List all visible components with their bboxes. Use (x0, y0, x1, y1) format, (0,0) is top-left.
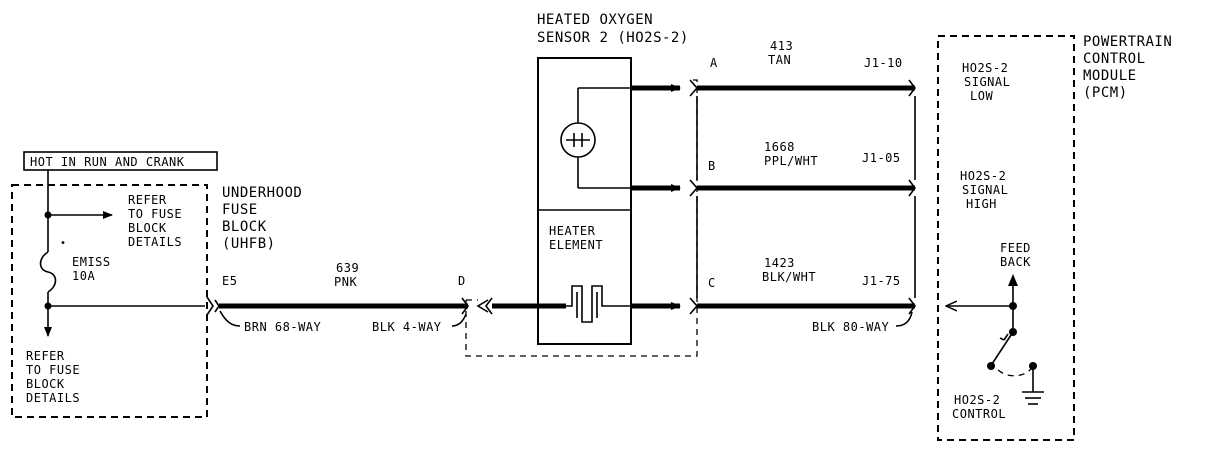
wire-1423-circuit: 1423 (764, 256, 795, 270)
wire-413-color: TAN (768, 53, 791, 67)
wire-1668-color: PPL/WHT (764, 154, 818, 168)
feed-back-label: FEED BACK (1000, 241, 1031, 269)
heated-oxygen-sensor-box (537, 57, 632, 345)
hot-in-run-label: HOT IN RUN AND CRANK (30, 155, 185, 169)
underhood-fuse-block-outline (11, 184, 208, 418)
svg-text:HO2S-2: HO2S-2 (960, 169, 1006, 183)
svg-text:LOW: LOW (970, 89, 993, 103)
svg-text:10A: 10A (72, 269, 95, 283)
svg-text:FUSE: FUSE (222, 202, 258, 218)
ground-icon (1022, 391, 1044, 405)
svg-text:HIGH: HIGH (966, 197, 997, 211)
connector-leaders: BRN 68-WAY BLK 4-WAY (219, 310, 467, 334)
svg-text:ELEMENT: ELEMENT (549, 238, 603, 252)
wire-639-color: PNK (334, 275, 357, 289)
pin-c-row: C 1423 BLK/WHT J1-75 (689, 256, 916, 315)
pcm-pin-j1-05: J1-05 (862, 151, 901, 165)
pcm-pin-j1-10: J1-10 (864, 56, 903, 70)
pin-b-row: B 1668 PPL/WHT J1-05 (689, 140, 916, 197)
pcm-title: POWERTRAIN CONTROL MODULE (PCM) (1083, 34, 1172, 101)
wire-413-circuit: 413 (770, 39, 793, 53)
pcm-outline (937, 35, 1075, 441)
hot-in-run-label-box: HOT IN RUN AND CRANK (23, 151, 218, 171)
pcm-pin-j1-75: J1-75 (862, 274, 901, 288)
svg-text:BLOCK: BLOCK (26, 377, 65, 391)
svg-text:FEED: FEED (1000, 241, 1031, 255)
svg-text:POWERTRAIN: POWERTRAIN (1083, 34, 1172, 50)
refer-bottom-text: REFER TO FUSE BLOCK DETAILS (26, 349, 80, 405)
terminal-d: D (458, 274, 466, 288)
svg-text:DETAILS: DETAILS (128, 235, 182, 249)
signal-high-label: HO2S-2 SIGNAL HIGH (960, 169, 1008, 211)
svg-text:TO FUSE: TO FUSE (26, 363, 80, 377)
svg-text:MODULE: MODULE (1083, 68, 1137, 84)
connector-blk-4-way: BLK 4-WAY (372, 320, 442, 334)
svg-text:HEATER: HEATER (549, 224, 596, 238)
svg-text:UNDERHOOD: UNDERHOOD (222, 185, 302, 201)
sensor-harness-outline (465, 79, 698, 357)
fuse-label: EMISS 10A (72, 255, 111, 283)
svg-text:BLOCK: BLOCK (222, 219, 267, 235)
fuse-block-title: UNDERHOOD FUSE BLOCK (UHFB) (222, 185, 302, 252)
svg-text:HO2S-2: HO2S-2 (954, 393, 1000, 407)
svg-text:CONTROL: CONTROL (952, 407, 1006, 421)
heater-resistor-icon (566, 285, 610, 323)
fuse-symbol (39, 251, 57, 293)
pin-b-label: B (708, 159, 716, 173)
svg-text:•: • (60, 238, 67, 249)
svg-text:REFER: REFER (128, 193, 167, 207)
sensor-title: HEATED OXYGEN SENSOR 2 (HO2S-2) (537, 12, 689, 46)
svg-text:EMISS: EMISS (72, 255, 111, 269)
sensor-element-circuit (560, 84, 681, 192)
terminal-d-connector (461, 297, 493, 315)
pcm-connector-bracket: BLK 80-WAY (696, 96, 916, 334)
terminal-e5-connector (206, 296, 220, 316)
pin-a-row: A 413 TAN J1-10 (689, 39, 916, 97)
wire-639-circuit: 639 (336, 261, 359, 275)
svg-text:HEATED OXYGEN: HEATED OXYGEN (537, 12, 653, 28)
svg-text:REFER: REFER (26, 349, 65, 363)
refer-top-text: REFER TO FUSE BLOCK DETAILS (128, 193, 182, 249)
svg-text:BACK: BACK (1000, 255, 1031, 269)
switch-icon (991, 331, 1014, 365)
signal-low-label: HO2S-2 SIGNAL LOW (962, 61, 1010, 103)
fuse-block-circuit: • (39, 170, 205, 337)
pcm-control-circuit (946, 274, 1044, 405)
terminal-e5: E5 (222, 274, 237, 288)
heater-element-label: HEATER ELEMENT (549, 224, 603, 252)
svg-text:TO FUSE: TO FUSE (128, 207, 182, 221)
terminal-d-arrow (476, 299, 489, 313)
svg-text:CONTROL: CONTROL (1083, 51, 1146, 67)
wire-1423-color: BLK/WHT (762, 270, 816, 284)
svg-text:(UHFB): (UHFB) (222, 236, 276, 252)
wire-1668-circuit: 1668 (764, 140, 795, 154)
connector-brn-68-way: BRN 68-WAY (244, 320, 322, 334)
svg-text:HO2S-2: HO2S-2 (962, 61, 1008, 75)
svg-text:SIGNAL: SIGNAL (962, 183, 1008, 197)
pin-a-label: A (710, 56, 718, 70)
svg-text:DETAILS: DETAILS (26, 391, 80, 405)
control-label: HO2S-2 CONTROL (952, 393, 1006, 421)
svg-text:SIGNAL: SIGNAL (964, 75, 1010, 89)
pin-c-label: C (708, 276, 716, 290)
svg-text:(PCM): (PCM) (1083, 85, 1128, 101)
svg-text:BLOCK: BLOCK (128, 221, 167, 235)
svg-text:SENSOR 2 (HO2S-2): SENSOR 2 (HO2S-2) (537, 30, 689, 46)
connector-blk-80-way: BLK 80-WAY (812, 320, 890, 334)
